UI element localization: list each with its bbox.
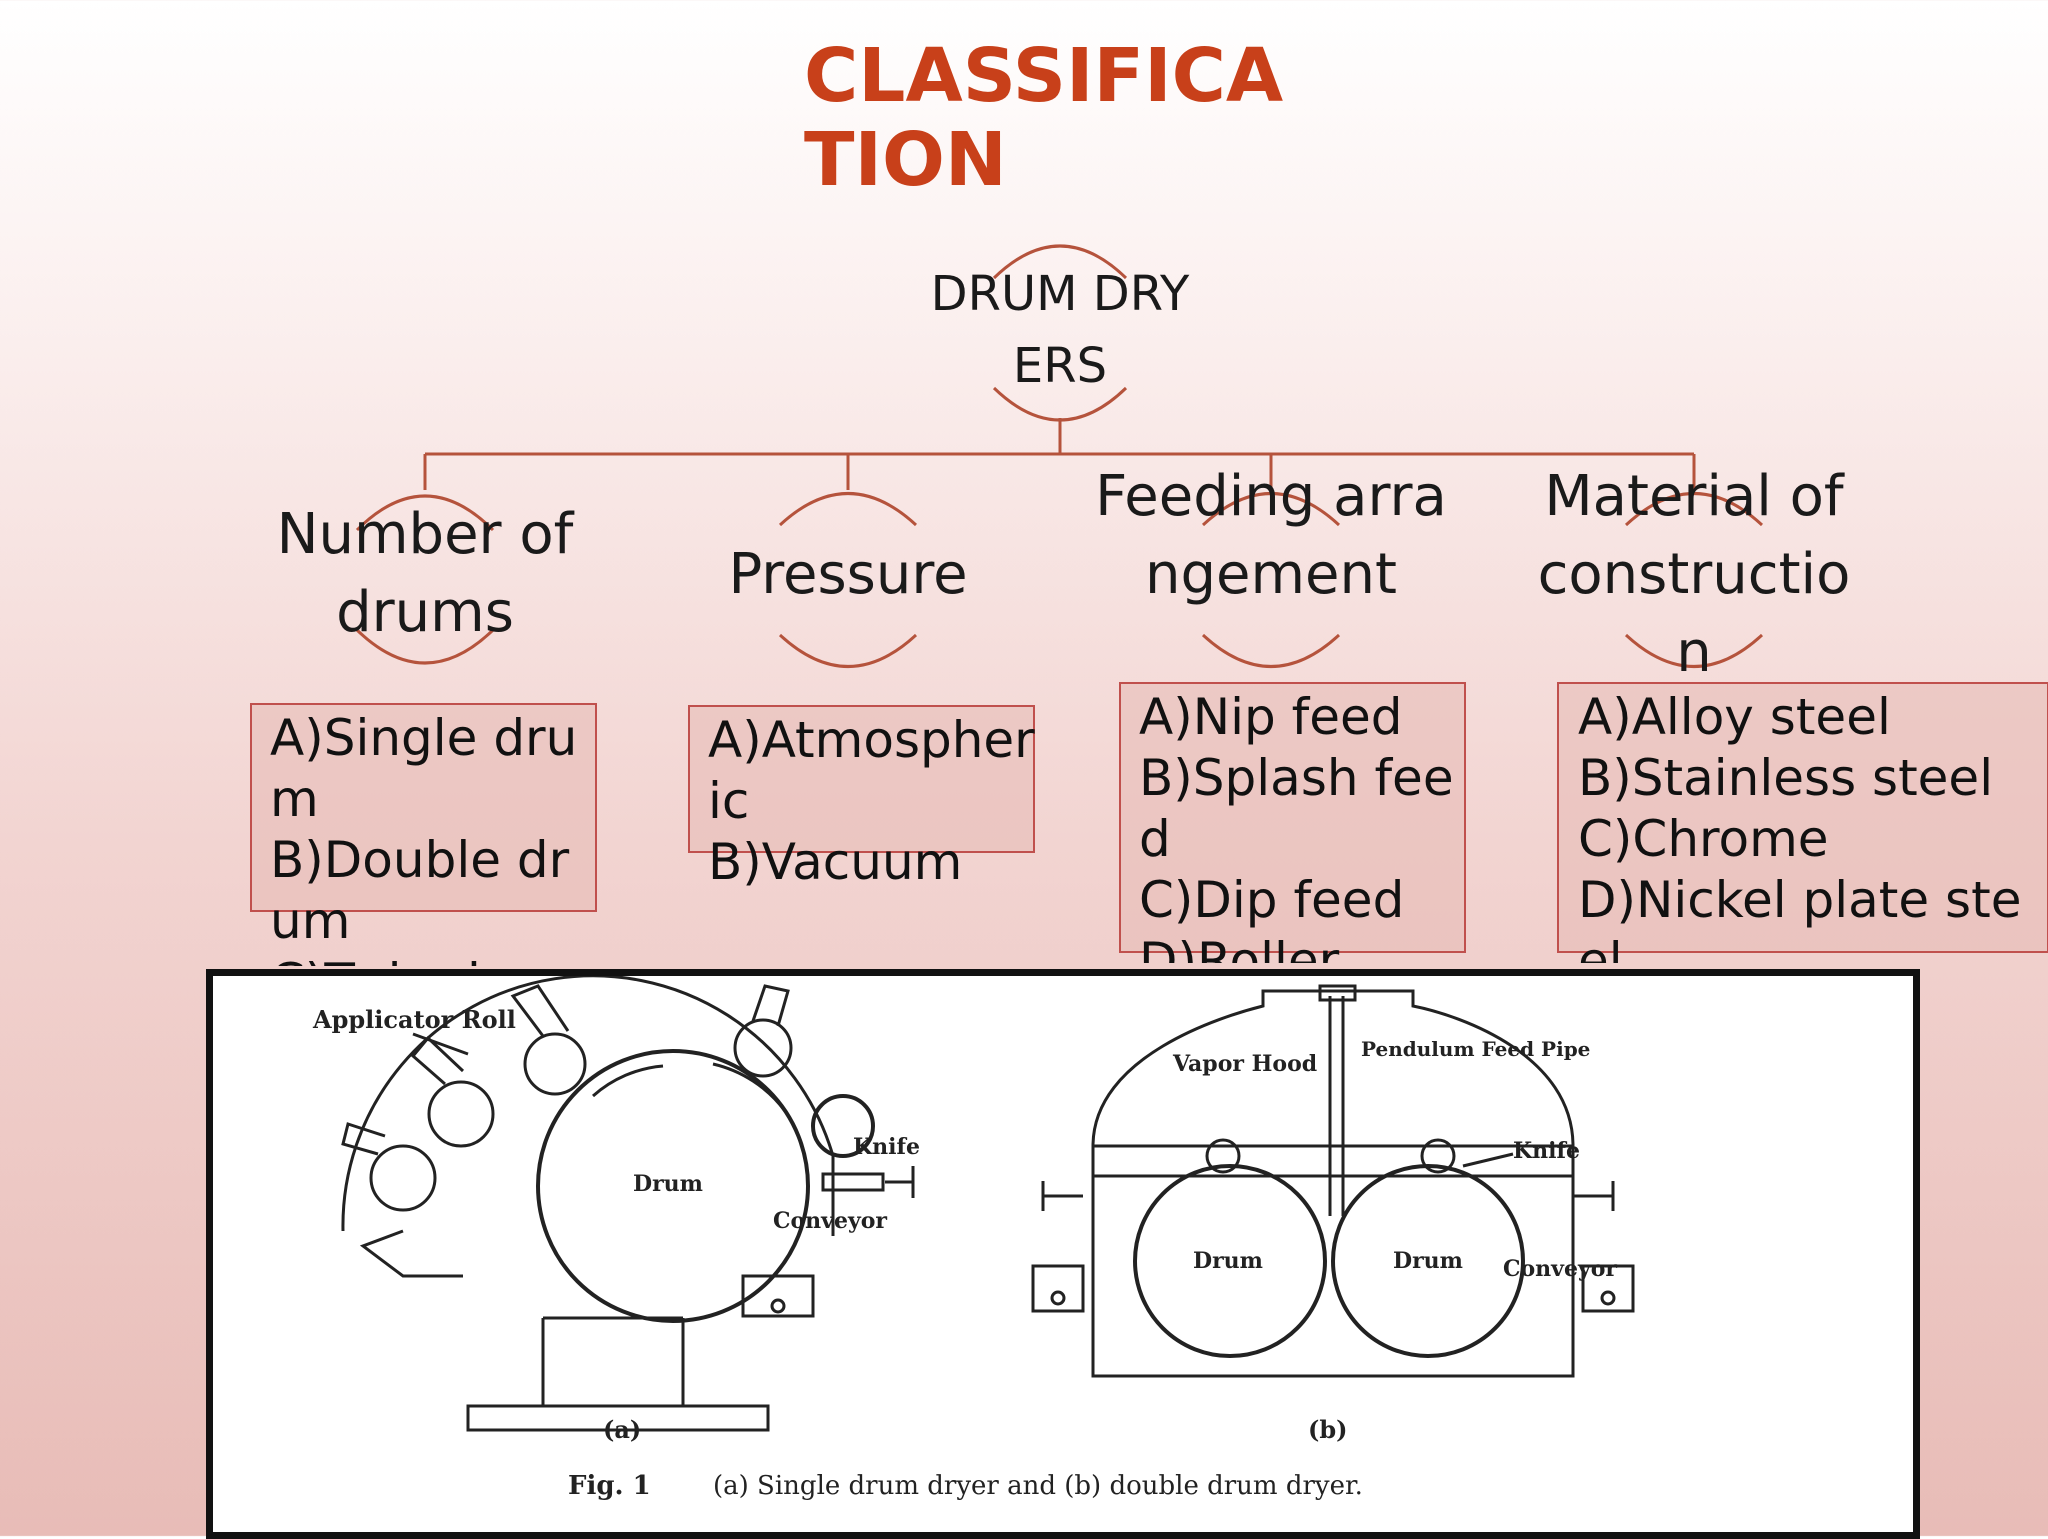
root-node-arc-top <box>992 244 1128 280</box>
single-dryer-housing <box>341 976 835 1236</box>
pendulum-top <box>1318 984 1357 1002</box>
vapor-hood <box>1091 989 1575 1148</box>
panel-a-label: (a) <box>603 1415 641 1444</box>
category-label-pressure: Pressure <box>728 542 968 607</box>
category-label-feeding-arrangement: Feeding arrangement <box>1095 464 1447 607</box>
panel-b-label: (b) <box>1308 1415 1348 1444</box>
root-node-label: DRUM DRYERS <box>930 266 1190 394</box>
top-right-roll <box>811 1094 875 1158</box>
option-item: B)Vacuum <box>708 833 963 891</box>
option-item: C)Twin drum <box>270 952 600 966</box>
slide-title: CLASSIFICATION <box>804 33 1284 203</box>
options-box-feeding-arrangement <box>1119 682 1466 953</box>
drum-dryer-figure: Applicator Roll Drum Knife Conveyor (a) … <box>206 969 1920 1539</box>
pendulum-feed-pipe-label: Pendulum Feed Pipe <box>1361 1037 1590 1061</box>
knife-holder <box>821 1172 885 1192</box>
figure-caption-text: (a) Single drum dryer and (b) double dru… <box>713 1471 1363 1501</box>
applicator-roll-4 <box>733 1018 793 1078</box>
applicator-arm-2 <box>410 1035 465 1086</box>
right-knife <box>1573 1181 1615 1211</box>
applicator-pointer <box>412 1032 469 1056</box>
option-item: D)Roller <box>1139 932 1340 963</box>
category-node-arc-top-1 <box>355 494 495 532</box>
double-knife-label: Knife <box>1513 1138 1580 1164</box>
option-item: B)Stainless steel <box>1578 749 1994 807</box>
category-node-arc-top-2 <box>778 492 918 527</box>
options-list-number-of-drums: A)Single drum B)Double drum C)Twin drum <box>270 708 600 966</box>
option-item: C)Chrome <box>1578 810 1829 868</box>
single-conveyor <box>741 1274 815 1318</box>
applicator-roll-3 <box>369 1144 437 1212</box>
category-label-material-of-construction: Material of construction <box>1537 464 1851 685</box>
rotation-arrow-right <box>712 1062 787 1112</box>
knife-handle <box>885 1166 915 1198</box>
option-item: B)Splash feed <box>1139 749 1454 868</box>
applicator-arm-4 <box>751 984 790 1027</box>
single-knife-label: Knife <box>853 1134 920 1160</box>
applicator-arm-1 <box>510 984 570 1037</box>
options-list-pressure: A)Atmospheric B)Vacuum <box>708 710 1038 910</box>
left-conveyor-bolt <box>1050 1290 1066 1306</box>
left-knife <box>1041 1181 1083 1211</box>
category-node-arc-bottom-4 <box>1624 633 1764 668</box>
options-box-material-of-construction <box>1557 682 2048 953</box>
knife-pointer <box>1462 1152 1514 1168</box>
single-dryer-housing-base <box>359 1229 463 1278</box>
options-list-feeding-arrangement: A)Nip feed B)Splash feed C)Dip feed D)Ro… <box>1139 687 1469 963</box>
double-drum-right-label: Drum <box>1393 1248 1463 1274</box>
double-frame-body <box>1091 1176 1575 1378</box>
single-conveyor-label: Conveyor <box>773 1208 887 1234</box>
options-box-number-of-drums <box>250 703 597 912</box>
single-drum-label: Drum <box>633 1171 703 1197</box>
category-node-arc-top-3 <box>1201 492 1341 527</box>
option-item: D)Nickel plate steel <box>1578 871 2022 963</box>
right-conveyor <box>1581 1264 1635 1313</box>
options-box-pressure <box>688 705 1035 853</box>
double-drum-left <box>1133 1164 1327 1358</box>
double-dryer-frame-top <box>1091 1144 1575 1178</box>
left-top-roll <box>1205 1138 1241 1174</box>
applicator-roll-2 <box>427 1080 495 1148</box>
double-conveyor-label: Conveyor <box>1503 1256 1617 1282</box>
option-item: A)Alloy steel <box>1578 688 1891 746</box>
right-top-roll <box>1420 1138 1456 1174</box>
applicator-roll-label: Applicator Roll <box>312 1005 516 1034</box>
right-conveyor-bolt <box>1600 1290 1616 1306</box>
single-drum <box>536 1049 810 1323</box>
applicator-arm-3 <box>341 1122 386 1156</box>
option-item: B)Double drum <box>270 831 570 950</box>
left-conveyor <box>1031 1264 1085 1313</box>
category-node-arc-bottom-3 <box>1201 633 1341 668</box>
category-node-arc-top-4 <box>1624 492 1764 527</box>
vapor-hood-label: Vapor Hood <box>1172 1051 1317 1077</box>
drum-dryer-illustration: Applicator Roll Drum Knife Conveyor (a) … <box>312 976 1635 1501</box>
option-item: A)Single drum <box>270 709 578 828</box>
applicator-roll-1 <box>523 1032 587 1096</box>
rotation-arrow-left <box>592 1064 664 1098</box>
tree-connectors <box>355 244 1764 668</box>
options-list-material-of-construction: A)Alloy steel B)Stainless steel C)Chrome… <box>1578 687 2038 963</box>
option-item: A)Nip feed <box>1139 688 1403 746</box>
option-item: A)Atmospheric <box>708 711 1035 830</box>
double-drum-right <box>1331 1164 1525 1358</box>
double-drum-left-label: Drum <box>1193 1248 1263 1274</box>
category-label-number-of-drums: Number of drums <box>276 502 574 645</box>
category-node-arc-bottom-1 <box>355 628 495 665</box>
figure-caption-number: Fig. 1 <box>568 1471 651 1501</box>
conveyor-bolt <box>770 1298 786 1314</box>
category-node-arc-bottom-2 <box>778 633 918 668</box>
option-item: C)Dip feed <box>1139 871 1405 929</box>
single-base <box>466 1404 770 1432</box>
